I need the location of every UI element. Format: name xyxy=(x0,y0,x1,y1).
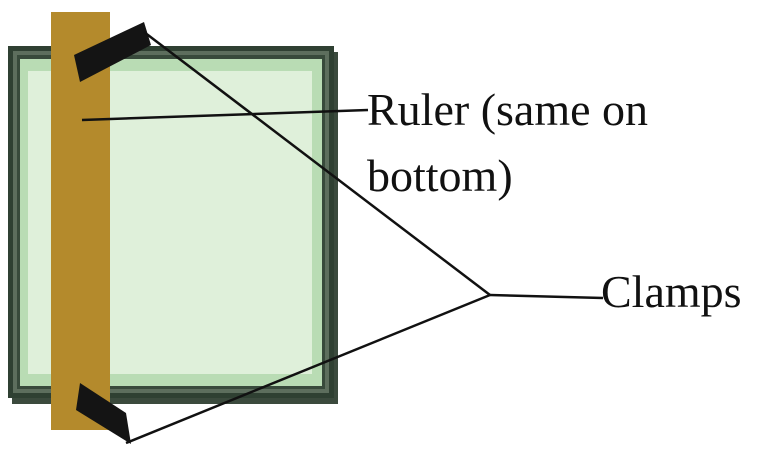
bottom-clamp-leader-line xyxy=(125,293,491,445)
ruler-label-line-1: Ruler (same on xyxy=(367,84,649,135)
top-clamp xyxy=(74,22,151,82)
bottom-clamp xyxy=(76,383,131,444)
ruler-leader-line xyxy=(81,108,369,122)
clamps-leader-line xyxy=(489,293,604,300)
ruler-label-line-2: bottom) xyxy=(367,150,513,201)
clamps-label: Clamps xyxy=(601,266,742,317)
top-clamp-leader-line xyxy=(143,31,491,296)
